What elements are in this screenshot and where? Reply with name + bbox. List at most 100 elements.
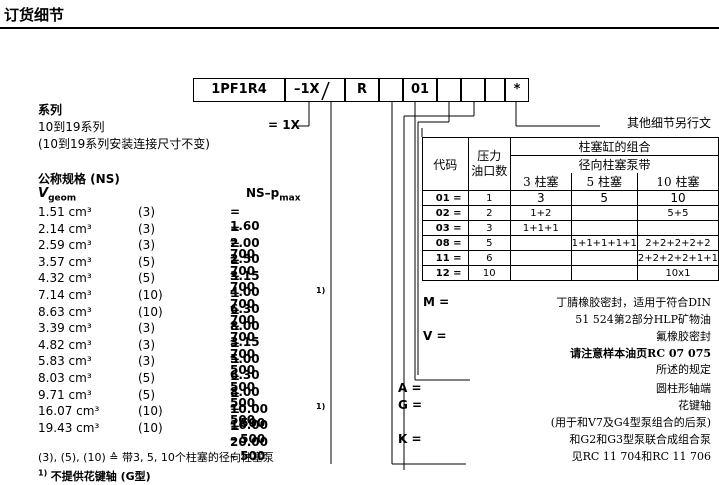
ns-row-v: 19.43 cm³: [38, 420, 100, 435]
footnote-2-mark: 1): [38, 468, 48, 478]
ns-row-r: = 5.00 – 500: [230, 337, 260, 394]
seal-m-line2: 51 524第2部分HLP矿物油: [575, 313, 711, 326]
ns-row-r: = 8.00 – 500: [230, 371, 260, 427]
table-cell-p: 2: [467, 205, 512, 221]
footnote-2: 1) 不提供花键轴 (G型): [38, 468, 151, 484]
ports-table: 代码 压力油口数 柱塞缸的组合 径向柱塞泵带 3 柱塞 5 柱塞 10 柱塞 0…: [422, 137, 719, 281]
table-cell-b: [570, 265, 638, 281]
shaft-k-line1: 和G2和G3型泵联合成组合泵: [569, 433, 711, 446]
vgeom-v: V: [38, 186, 49, 201]
ns-row-n: (10): [138, 404, 163, 419]
code-box-ports: 01: [403, 78, 437, 102]
ns-row-v: 8.03 cm³: [38, 371, 92, 385]
table-cell-a: 1+1+1: [510, 220, 572, 236]
table-cell-k: 12 =: [422, 265, 469, 281]
table-cell-b: [570, 220, 638, 236]
table-cell-c: 2+2+2+2+1+1: [636, 250, 719, 266]
vgeom-header: Vgeom: [38, 186, 76, 204]
series-label: 系列: [38, 103, 63, 117]
seal-v-line2: 请注意样本油页RC 07 075: [570, 347, 711, 360]
table-row: 11 =6 2+2+2+2+1+1: [422, 250, 719, 266]
ns-row-v: 4.32 cm³: [38, 271, 92, 286]
table-cell-p: 5: [467, 235, 512, 251]
seal-v-line1: 氟橡胶密封: [656, 330, 711, 343]
ns-row-n: (5): [138, 254, 155, 269]
ns-row-n: (3): [138, 205, 155, 219]
table-cell-k: 02 =: [422, 205, 469, 221]
th-5: 5 柱塞: [570, 173, 638, 191]
code-box-blank-2: [485, 78, 505, 102]
ns-row-r: = 1.60 – 700: [230, 205, 260, 261]
ns-row-v: 16.07 cm³: [38, 404, 100, 419]
th-10: 10 柱塞: [636, 173, 719, 191]
vgeom-sub: geom: [48, 193, 77, 204]
ns-row-v: 3.39 cm³: [38, 321, 92, 336]
th-radial: 径向柱塞泵带: [510, 155, 719, 173]
ns-row-n: (10): [138, 420, 163, 435]
shaft-g-line1: 花键轴: [678, 399, 711, 412]
th-ports-1: 压力: [477, 149, 502, 163]
ns-row-r: = 3.15 – 700: [230, 254, 260, 311]
table-cell-p: 6: [467, 250, 512, 266]
seal-m-line1: 丁腈橡胶密封，适用于符合DIN: [556, 296, 711, 309]
code-box-rotation: R: [345, 78, 379, 102]
th-3: 3 柱塞: [510, 173, 572, 191]
title-divider: [0, 27, 719, 29]
seal-m-key: M =: [423, 295, 450, 309]
table-cell-c: 2+2+2+2+2: [636, 235, 719, 251]
shaft-a-line1: 圆柱形轴端: [656, 382, 711, 395]
table-cell-a: 3: [510, 190, 572, 206]
table-cell-k: 01 =: [422, 190, 469, 206]
ns-row-v: 7.14 cm³: [38, 288, 92, 302]
th-ports: 压力油口数: [467, 137, 512, 191]
shaft-k-line2: 见RC 11 704和RC 11 706: [571, 450, 711, 463]
series-line2: (10到19系列安装连接尺寸不变): [38, 137, 210, 151]
code-box-type: 1PF1R4: [193, 78, 285, 102]
code-box-series: –1X: [285, 78, 345, 102]
ns-row-n: (3): [138, 321, 155, 336]
ns-row-n: (10): [138, 288, 163, 302]
shaft-k-key: K =: [398, 432, 422, 446]
ns-row-n: (5): [138, 387, 155, 402]
th-code: 代码: [422, 137, 469, 191]
footnote-2-text: 不提供花键轴 (G型): [50, 470, 151, 483]
ns-row-r: = 4.00 – 700: [230, 271, 260, 328]
seal-v-key: V =: [423, 329, 447, 343]
table-cell-p: 1: [467, 190, 512, 206]
shaft-g-key: G =: [398, 398, 423, 412]
ns-row-n: (3): [138, 238, 155, 253]
table-cell-k: 08 =: [422, 235, 469, 251]
table-cell-k: 03 =: [422, 220, 469, 236]
table-cell-a: [510, 250, 572, 266]
ns-row-r: = 2.00 – 700: [230, 221, 260, 278]
table-cell-b: [570, 205, 638, 221]
ns-row-v: 8.63 cm³: [38, 304, 92, 319]
code-dash: –: [294, 82, 301, 97]
table-cell-b: 5: [570, 190, 638, 206]
code-box-seal: [437, 78, 461, 102]
ns-row-v: 1.51 cm³: [38, 205, 92, 219]
table-cell-k: 11 =: [422, 250, 469, 266]
shaft-a-key: A =: [398, 381, 422, 395]
ns-head: NS–p: [246, 186, 280, 200]
ns-row-v: 2.59 cm³: [38, 238, 92, 253]
ns-row-r: = 2.50 – 700: [230, 238, 260, 295]
ns-row-v: 5.83 cm³: [38, 354, 92, 369]
series-line1: 10到19系列: [38, 120, 105, 134]
code-box-shaft: [461, 78, 485, 102]
table-cell-a: 1+2: [510, 205, 572, 221]
code-series-value: 1X: [300, 82, 320, 97]
table-cell-c: 10: [636, 190, 719, 206]
table-cell-p: 3: [467, 220, 512, 236]
ns-row-n: (3): [138, 221, 155, 236]
other-details-label: 其他细节另行文: [626, 116, 711, 130]
table-cell-b: [570, 250, 638, 266]
ns-row-f: 1): [316, 286, 326, 295]
ns-row-n: (3): [138, 337, 155, 352]
series-line1-value: = 1X: [268, 118, 300, 132]
table-cell-b: 1+1+1+1+1: [570, 235, 638, 251]
